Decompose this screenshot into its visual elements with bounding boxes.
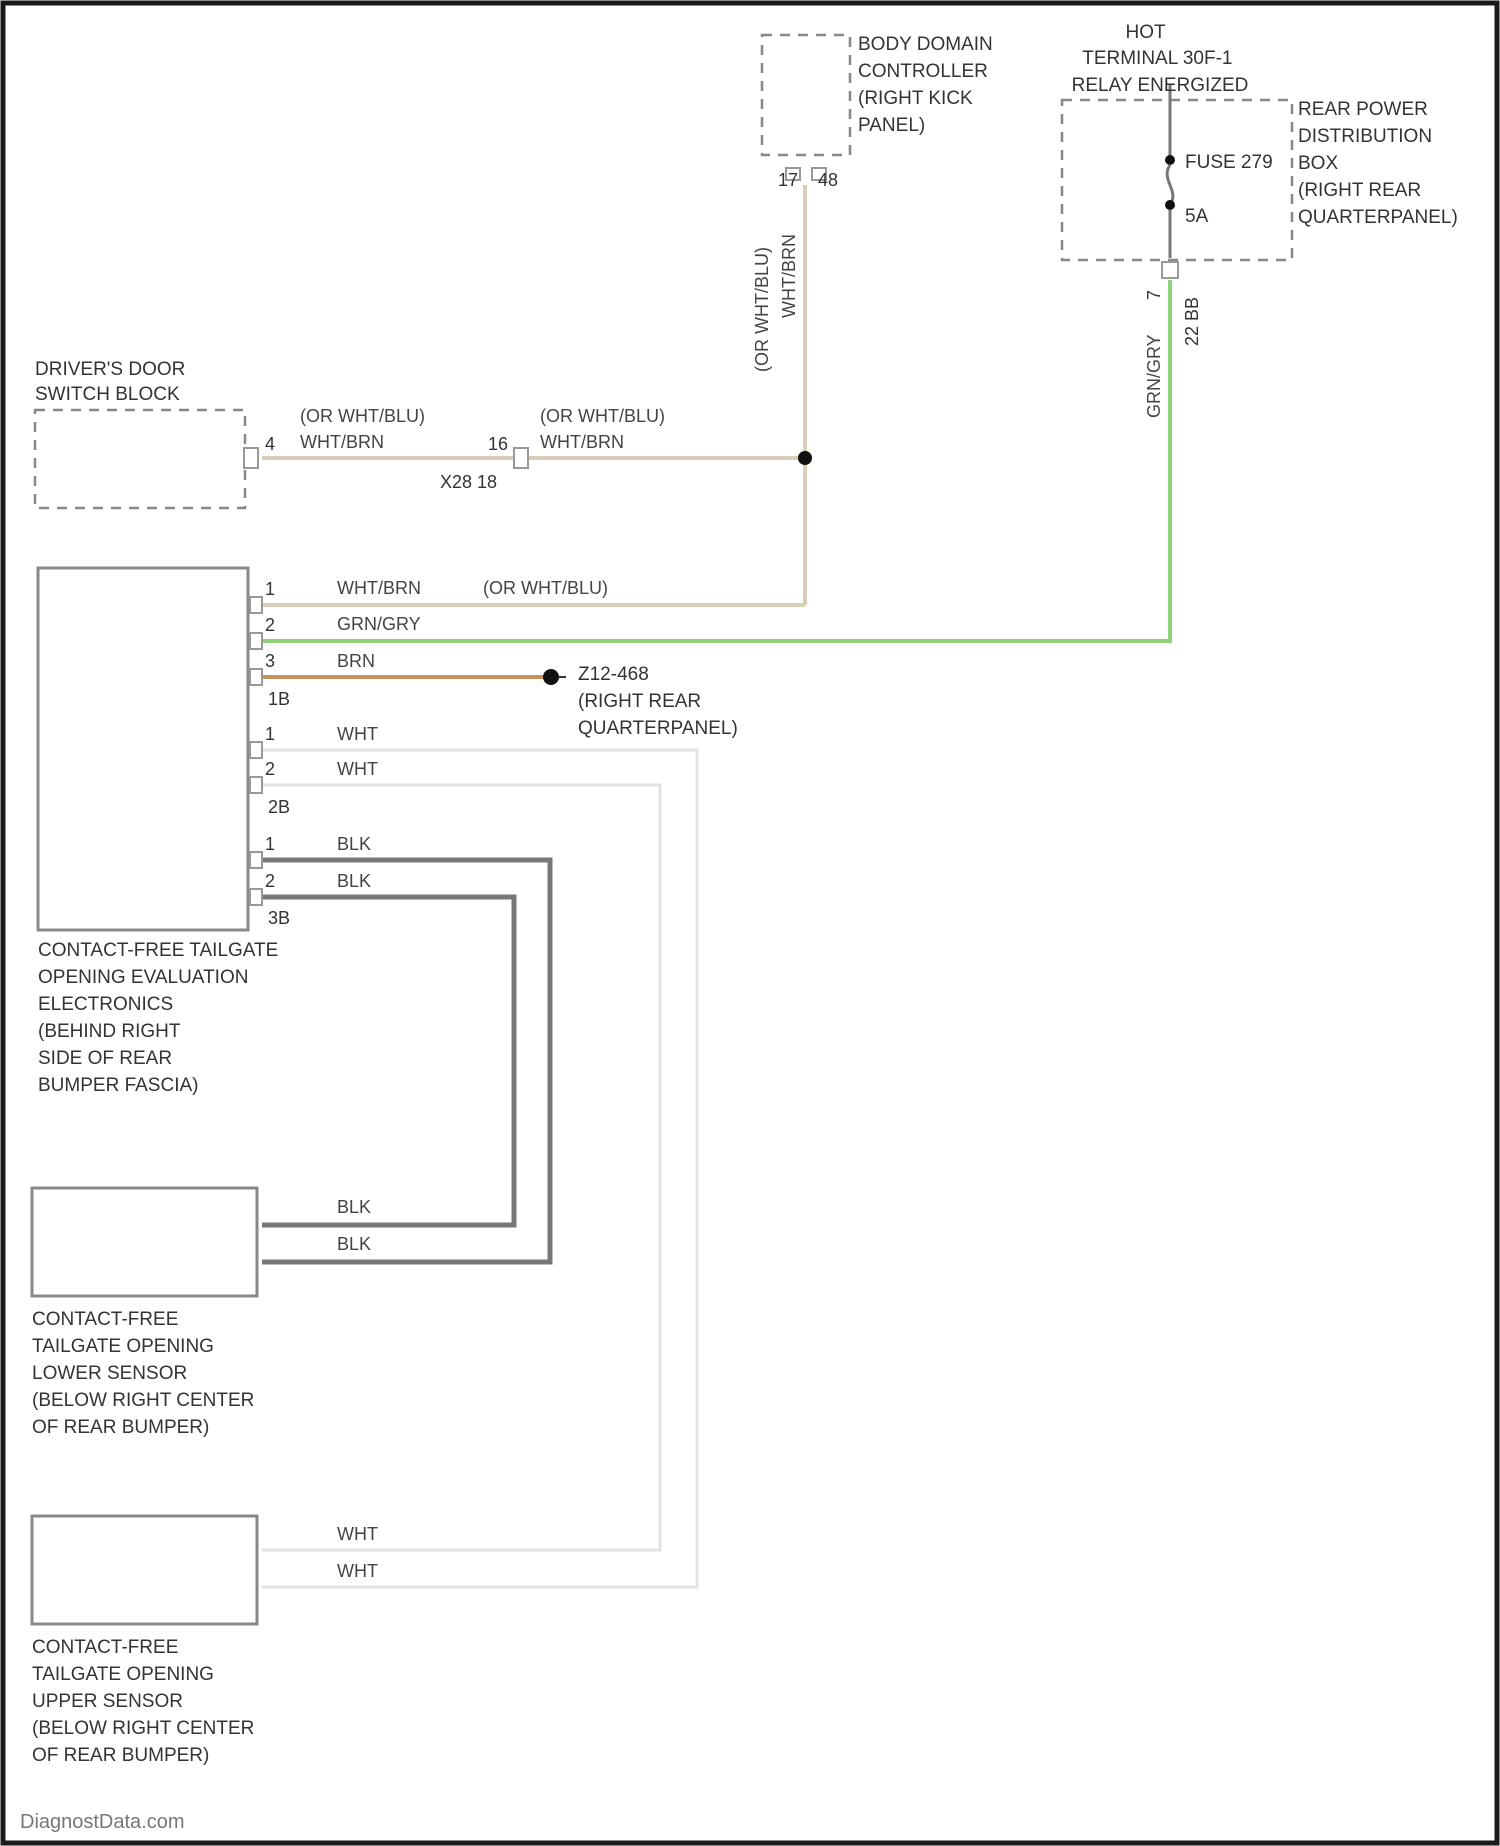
wire-ecu-wht-1[interactable]	[262, 750, 697, 1587]
upper-wire2-color: WHT	[337, 1561, 378, 1581]
inline-connector-pin: 16	[488, 434, 508, 454]
upper-sensor-box[interactable]	[32, 1516, 257, 1624]
svg-text:2B: 2B	[268, 797, 290, 817]
watermark: DiagnostData.com	[20, 1811, 185, 1833]
hot-label: HOT TERMINAL 30F-1 RELAY ENERGIZED	[1072, 22, 1249, 96]
fuse-icon	[1167, 165, 1173, 205]
svg-text:2: 2	[265, 871, 275, 891]
door-switch-label: DRIVER'S DOOR SWITCH BLOCK	[35, 359, 191, 405]
fuse-amps: 5A	[1185, 206, 1209, 227]
upper-sensor-label: CONTACT-FREE TAILGATE OPENING UPPER SENS…	[32, 1637, 260, 1766]
bdc-wire-color-1: (OR WHT/BLU)	[752, 247, 772, 372]
rpdb-box[interactable]	[1062, 100, 1292, 260]
ecu-wire7-color: BLK	[337, 871, 371, 891]
splice-point	[798, 451, 812, 465]
bdc-pin-2: 48	[818, 170, 838, 190]
lower-sensor-label: CONTACT-FREE TAILGATE OPENING LOWER SENS…	[32, 1309, 260, 1438]
ecu-wire4-color: WHT	[337, 724, 378, 744]
bdc-label: BODY DOMAIN CONTROLLER (RIGHT KICK PANEL…	[858, 34, 998, 136]
door-wire-color-left: (OR WHT/BLU) WHT/BRN	[300, 406, 430, 452]
rpdb-connector-id: 22 BB	[1182, 297, 1202, 346]
wires	[262, 185, 1170, 1587]
ecu-label: CONTACT-FREE TAILGATE OPENING EVALUATION…	[38, 940, 284, 1096]
ecu-wire6-color: BLK	[337, 834, 371, 854]
upper-wire1-color: WHT	[337, 1524, 378, 1544]
svg-text:1: 1	[265, 724, 275, 744]
inline-connector-id: X28 18	[440, 472, 497, 492]
ecu-box[interactable]	[38, 568, 248, 930]
fuse-terminal-bottom	[1165, 200, 1175, 210]
inline-connector	[514, 448, 528, 468]
bdc-pin-1: 17	[778, 170, 798, 190]
door-switch-pin: 4	[265, 434, 275, 454]
lower-wire2-color: BLK	[337, 1234, 371, 1254]
rpdb-pin: 7	[1144, 290, 1164, 300]
ecu-connectors	[250, 597, 262, 905]
rpdb-connector	[1162, 262, 1178, 278]
ecu-wire5-color: WHT	[337, 759, 378, 779]
ecu-wire3-color: BRN	[337, 651, 375, 671]
fuse-label: FUSE 279	[1185, 152, 1273, 173]
ecu-wire1-color-a: WHT/BRN	[337, 578, 421, 598]
svg-text:2: 2	[265, 615, 275, 635]
bdc-wire-color-2: WHT/BRN	[779, 234, 799, 318]
bdc-box[interactable]	[762, 35, 850, 155]
door-switch-connector	[244, 448, 258, 468]
svg-text:3B: 3B	[268, 908, 290, 928]
door-switch-box[interactable]	[35, 410, 245, 508]
door-wire-color-right: (OR WHT/BLU) WHT/BRN	[540, 406, 670, 452]
lower-wire1-color: BLK	[337, 1197, 371, 1217]
wire-ecu-blk-1[interactable]	[262, 860, 550, 1262]
wire-ecu-blk-2[interactable]	[262, 897, 514, 1225]
ecu-pin-labels: 1 2 3 1B 1 2 2B 1 2 3B	[265, 579, 290, 928]
rpdb-label: REAR POWER DISTRIBUTION BOX (RIGHT REAR …	[1298, 99, 1458, 228]
wire-ecu-wht-2[interactable]	[262, 785, 660, 1550]
fuse-terminal-top	[1165, 155, 1175, 165]
ecu-wire2-color: GRN/GRY	[337, 614, 421, 634]
ecu-wire1-color-b: (OR WHT/BLU)	[483, 578, 608, 598]
ground-label: Z12-468 (RIGHT REAR QUARTERPANEL)	[578, 664, 738, 739]
svg-text:1: 1	[265, 834, 275, 854]
svg-text:2: 2	[265, 759, 275, 779]
svg-text:3: 3	[265, 651, 275, 671]
ground-symbol	[543, 669, 566, 685]
rpdb-wire-color: GRN/GRY	[1144, 334, 1164, 418]
lower-sensor-box[interactable]	[32, 1188, 257, 1296]
svg-text:1B: 1B	[268, 689, 290, 709]
svg-text:1: 1	[265, 579, 275, 599]
